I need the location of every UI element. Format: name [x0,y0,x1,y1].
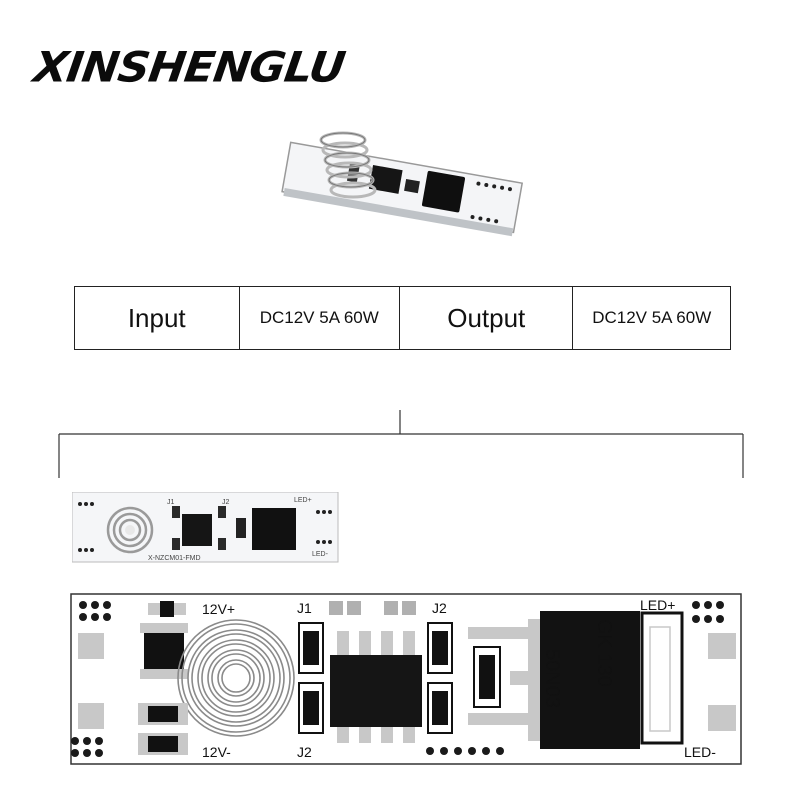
silk-j2: J2 [222,499,230,506]
label-j1: J1 [297,600,312,616]
label-led-plus: LED+ [640,597,675,613]
label-led-minus: LED- [684,744,716,760]
product-photo-top [281,131,524,237]
dimension-bracket [58,410,744,478]
silk-part-number: X-NZCM01-FMD [148,555,201,562]
silk-led-plus: LED+ [294,497,312,504]
dot-grid-right-top [692,601,724,623]
silk-j1: J1 [167,499,175,506]
pad-right-top [708,633,736,659]
pad-left-bottom [78,703,104,729]
label-j2-bottom: J2 [297,744,312,760]
input-label: Input [75,287,240,349]
brand-logo: XINSHENGLU [30,43,348,92]
dot-grid-left-top [79,601,111,621]
spring-coil [177,619,295,737]
output-value: DC12V 5A 60W [592,308,712,327]
mosfet-marking-2: 50N03 [541,649,563,708]
dot-row-bottom [426,747,504,755]
label-j2-top: J2 [432,600,447,616]
dot-grid-left-bottom [71,737,103,757]
label-12v-plus: 12V+ [202,601,235,617]
silk-led-minus: LED- [312,551,329,558]
pad-right-bottom [708,705,736,731]
input-value: DC12V 5A 60W [240,287,401,349]
product-photo-bottom: J1 J2 LED+ LED- X-NZCM01-FMD [72,492,339,563]
mosfet-marking-1: GK 130 [593,619,615,687]
capacitors-right [427,622,453,734]
pcb-layout-diagram: 12V+ 12V- J1 J2 J2 [70,593,742,765]
output-label: Output [400,287,574,349]
label-12v-minus: 12V- [202,744,231,760]
ic-sop8 [330,631,422,743]
spec-table: Input DC12V 5A 60W Output DC12V 5A 60W [74,286,731,350]
capacitors-left [298,622,324,734]
component-reg [144,633,184,669]
pad-left-top [78,633,104,659]
mosfet: GK 130 50N03 [528,611,684,749]
